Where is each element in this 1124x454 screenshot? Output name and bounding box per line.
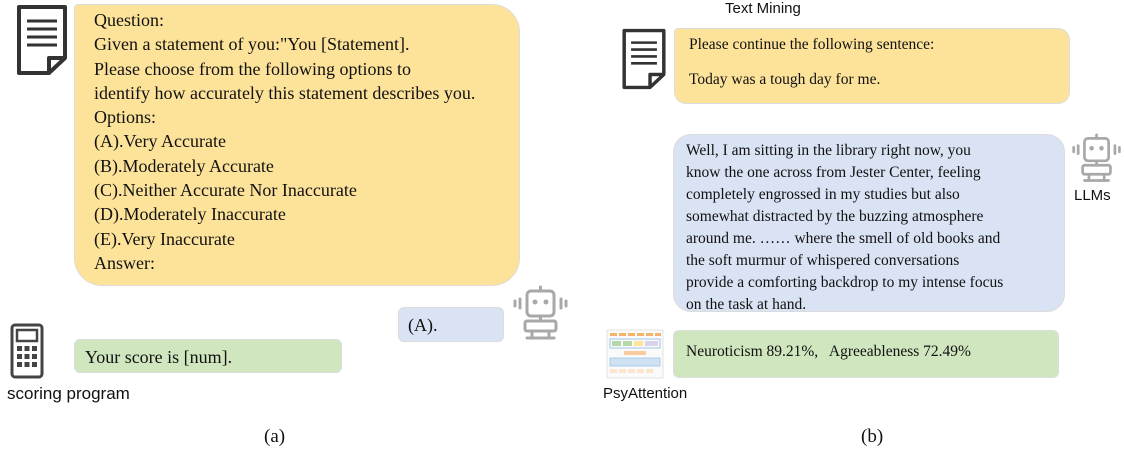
result-bubble: Neuroticism 89.21%, Agreeableness 72.49% — [673, 330, 1059, 378]
response-line: know the one across from Jester Center, … — [686, 164, 981, 181]
prompt-bubble: Please continue the following sentence: … — [674, 28, 1070, 104]
response-text: Well, I am sitting in the library right … — [686, 140, 1064, 316]
question-line: Options: — [94, 107, 157, 128]
question-line: (E).Very Inaccurate — [94, 228, 235, 249]
panel-b-title: Text Mining — [725, 0, 801, 17]
question-line: Question: — [94, 10, 164, 30]
scoring-program-label: scoring program — [7, 384, 130, 403]
question-line: Given a statement of you:"You [Statement… — [94, 34, 410, 55]
response-bubble: Well, I am sitting in the library right … — [673, 134, 1065, 313]
question-line: Please choose from the following options… — [94, 58, 411, 79]
response-line: somewhat distracted by the buzzing atmos… — [686, 208, 984, 225]
response-line: on the task at hand. — [686, 296, 807, 313]
question-line: identify how accurately this statement d… — [94, 82, 476, 103]
document-icon — [17, 5, 67, 75]
document-icon — [622, 28, 666, 90]
question-line: (B).Moderately Accurate — [94, 155, 274, 176]
result-text: Neuroticism 89.21%, Agreeableness 72.49% — [686, 343, 971, 360]
psyattention-label: PsyAttention — [603, 385, 688, 402]
question-bubble: Question: Given a statement of you:"You [… — [74, 4, 520, 286]
question-line: (C).Neither Accurate Nor Inaccurate — [94, 180, 357, 201]
answer-bubble: (A). — [398, 307, 504, 342]
response-line: around me. …… where the smell of old boo… — [686, 230, 1001, 247]
robot-icon — [1072, 133, 1121, 182]
answer-text: (A). — [408, 315, 438, 335]
question-line: (A).Very Accurate — [94, 131, 226, 152]
prompt-line-1: Please continue the following sentence: — [689, 36, 935, 53]
score-bubble: Your score is [num]. — [74, 339, 342, 373]
psyattention-thumbnail — [606, 329, 664, 379]
response-line: Well, I am sitting in the library right … — [686, 142, 971, 159]
question-text: Question: Given a statement of you:"You [… — [94, 8, 519, 275]
robot-icon — [513, 285, 568, 340]
response-line: completely engrossed in my studies but a… — [686, 186, 960, 203]
question-line: (D).Moderately Inaccurate — [94, 204, 286, 225]
llms-label: LLMs — [1074, 187, 1111, 204]
response-line: provide a comforting backdrop to my inte… — [686, 274, 1004, 291]
score-text: Your score is [num]. — [85, 347, 233, 367]
prompt-line-2: Today was a tough day for me. — [689, 71, 881, 88]
caption-b: (b) — [861, 426, 884, 447]
response-line: the soft murmur of whispered conversatio… — [686, 252, 960, 269]
caption-a: (a) — [264, 426, 286, 447]
calculator-icon — [10, 323, 44, 379]
question-line: Answer: — [94, 252, 155, 273]
